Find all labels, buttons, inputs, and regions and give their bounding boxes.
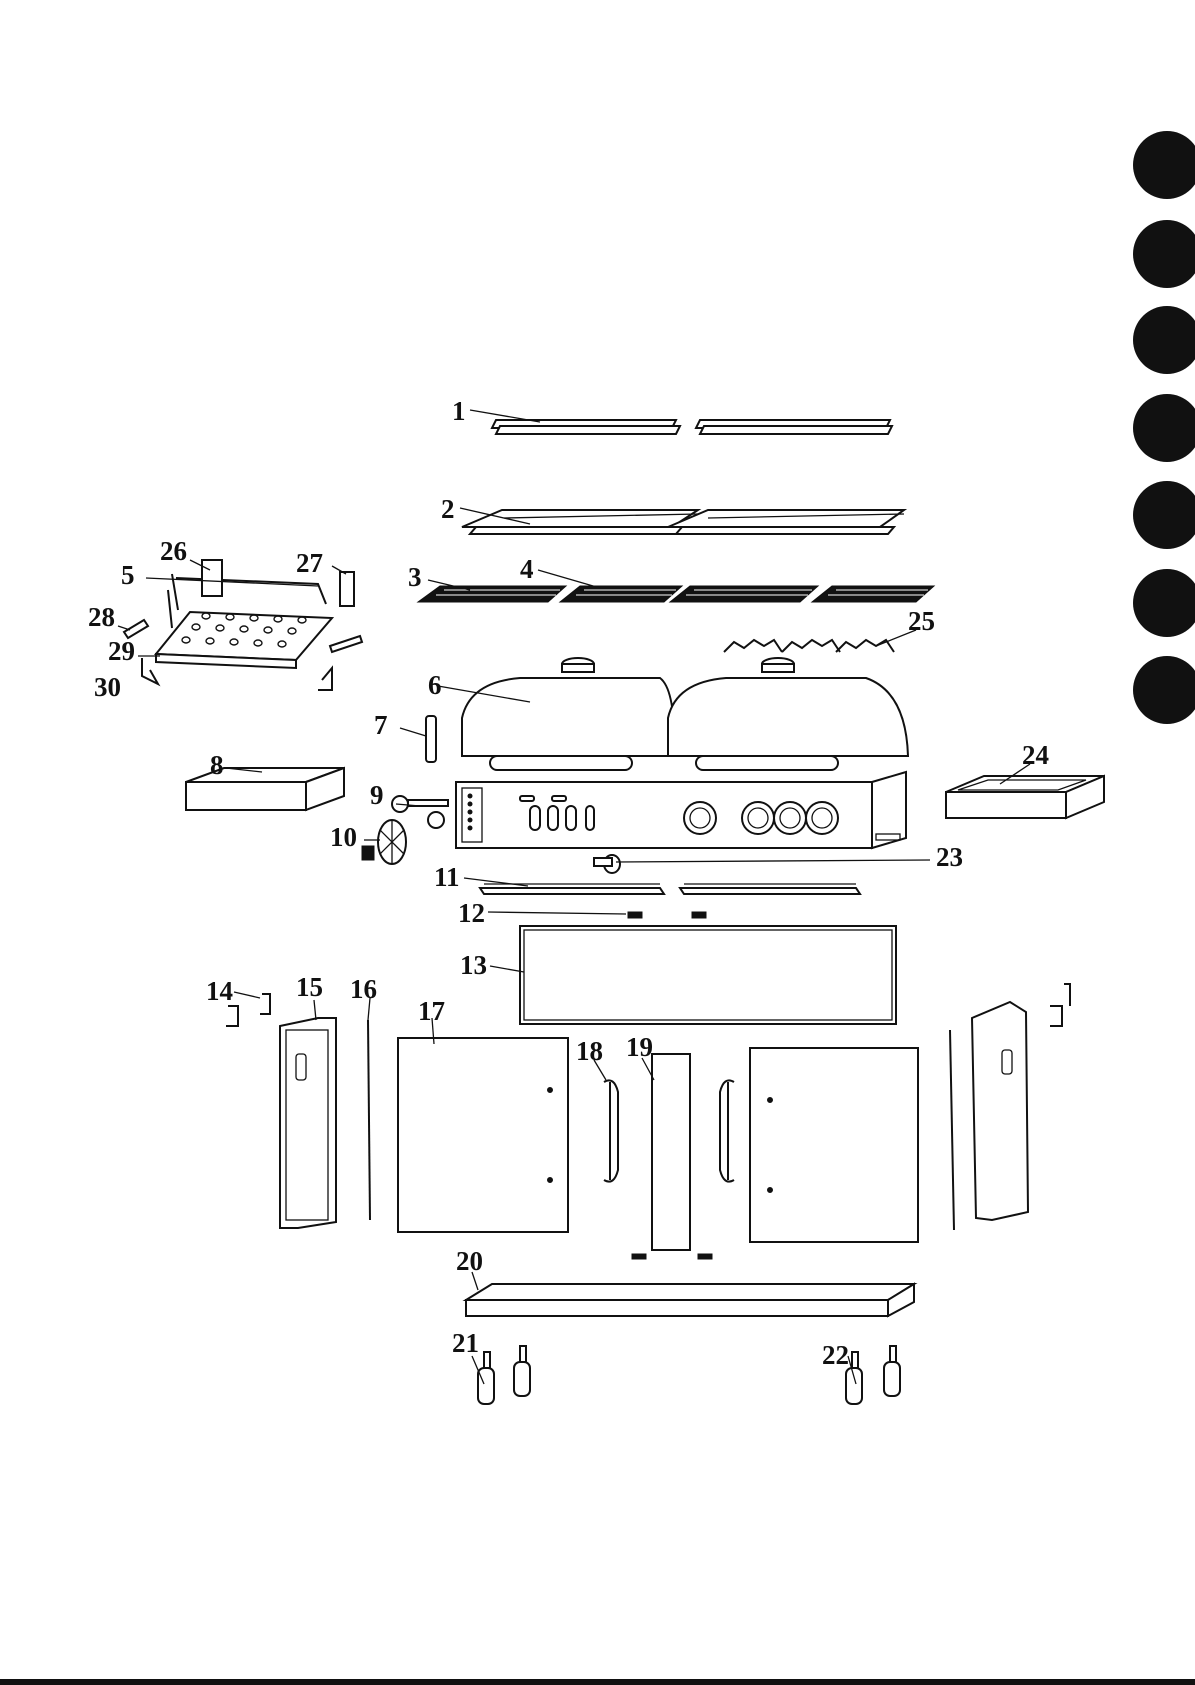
callout-8: 8 — [210, 750, 224, 780]
callout-13: 13 — [460, 950, 487, 980]
section-tab-7[interactable] — [1133, 656, 1195, 724]
section-tabs — [1133, 131, 1195, 724]
callout-21: 21 — [452, 1328, 479, 1358]
part-right-door — [750, 1048, 918, 1242]
callout-11: 11 — [434, 862, 460, 892]
part-center-post — [632, 1054, 712, 1259]
callout-28: 28 — [88, 602, 115, 632]
callout-22: 22 — [822, 1340, 849, 1370]
callout-4: 4 — [520, 554, 534, 584]
callout-20: 20 — [456, 1246, 483, 1276]
section-tab-6[interactable] — [1133, 569, 1195, 637]
part-control-console — [456, 772, 906, 848]
callout-3: 3 — [408, 562, 422, 592]
part-left-door — [398, 1038, 568, 1232]
part-regulator — [362, 820, 406, 864]
part-lids — [462, 658, 908, 770]
part-flame-tamers — [724, 640, 894, 652]
callout-17: 17 — [418, 996, 445, 1026]
callout-15: 15 — [296, 972, 323, 1002]
part-trim-rail — [480, 884, 860, 894]
part-bottom-shelf — [466, 1284, 914, 1316]
callout-9: 9 — [370, 780, 384, 810]
part-cooking-grates — [418, 586, 934, 602]
part-left-rod — [368, 1020, 370, 1220]
callout-2: 2 — [441, 494, 455, 524]
callout-7: 7 — [374, 710, 388, 740]
section-tab-2[interactable] — [1133, 220, 1195, 288]
callout-25: 25 — [908, 606, 935, 636]
part-right-side-panel — [950, 984, 1070, 1230]
callout-29: 29 — [108, 636, 135, 666]
part-warming-rack — [492, 420, 892, 434]
section-tab-4[interactable] — [1133, 394, 1195, 462]
part-handle-bracket — [426, 716, 436, 762]
callout-18: 18 — [576, 1036, 603, 1066]
section-tab-5[interactable] — [1133, 481, 1195, 549]
part-side-rack-assembly — [124, 560, 362, 690]
callout-1: 1 — [452, 396, 466, 426]
part-hinges — [628, 912, 706, 918]
callout-23: 23 — [936, 842, 963, 872]
callout-5: 5 — [121, 560, 135, 590]
part-right-side-shelf — [946, 776, 1104, 818]
part-front-panel — [520, 926, 896, 1024]
callout-24: 24 — [1022, 740, 1049, 770]
page-bottom-rule — [0, 1679, 1195, 1685]
callout-14: 14 — [206, 976, 233, 1006]
callout-26: 26 — [160, 536, 187, 566]
callout-19: 19 — [626, 1032, 653, 1062]
part-left-side-panel — [280, 1018, 336, 1228]
section-tab-1[interactable] — [1133, 131, 1195, 199]
callout-27: 27 — [296, 548, 323, 578]
callout-12: 12 — [458, 898, 485, 928]
callout-16: 16 — [350, 974, 377, 1004]
callout-30: 30 — [94, 672, 121, 702]
section-tab-3[interactable] — [1133, 306, 1195, 374]
part-control-knob — [594, 855, 620, 873]
callout-6: 6 — [428, 670, 442, 700]
part-tray-frame — [462, 510, 904, 534]
callout-10: 10 — [330, 822, 357, 852]
